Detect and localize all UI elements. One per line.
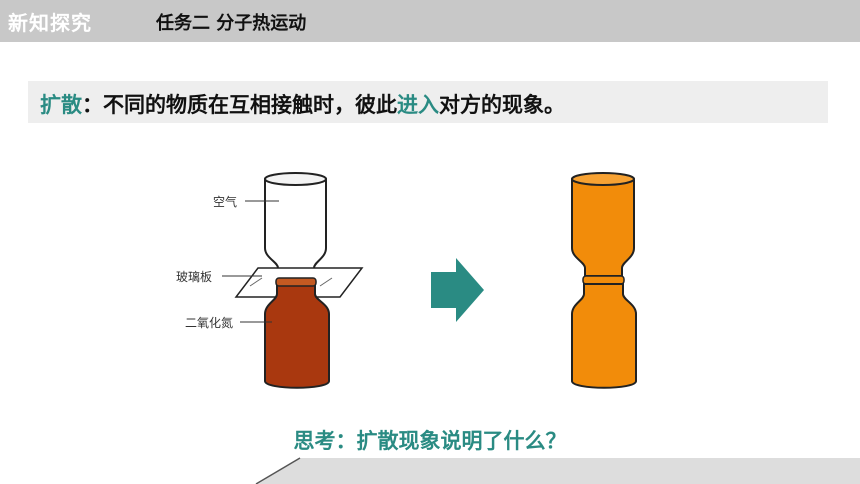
mixed-upper-bottle [571, 172, 635, 277]
definition-term: 扩散 [40, 93, 82, 117]
think-question: 思考：扩散现象说明了什么？ [293, 429, 567, 453]
label-no2: 二氧化氮 [185, 315, 233, 330]
mixed-bottle-mouth [571, 172, 635, 186]
header-bar: 新知探究 任务二 分子热运动 [0, 0, 860, 42]
definition-text: 扩散：不同的物质在互相接触时，彼此进入对方的现象。 [40, 89, 565, 119]
definition-box: 扩散：不同的物质在互相接触时，彼此进入对方的现象。 [28, 81, 828, 123]
definition-body-2: 对方的现象。 [439, 93, 565, 117]
air-bottle [264, 172, 327, 277]
label-air: 空气 [213, 194, 237, 209]
section-tag: 新知探究 [8, 11, 92, 35]
definition-colon: ： [82, 93, 103, 117]
left-bottle-setup: 空气 玻璃板 二氧化氮 [176, 172, 364, 389]
label-glass-plate: 玻璃板 [176, 270, 212, 284]
definition-highlight: 进入 [397, 93, 439, 117]
arrow-right-icon [431, 258, 484, 322]
air-bottle-mouth [264, 172, 327, 186]
no2-bottle [264, 283, 330, 389]
definition-body-1: 不同的物质在互相接触时，彼此 [103, 93, 397, 117]
right-bottle-setup [571, 172, 637, 389]
mixed-lower-bottle [571, 283, 637, 389]
topic-title: 任务二 分子热运动 [156, 13, 307, 34]
